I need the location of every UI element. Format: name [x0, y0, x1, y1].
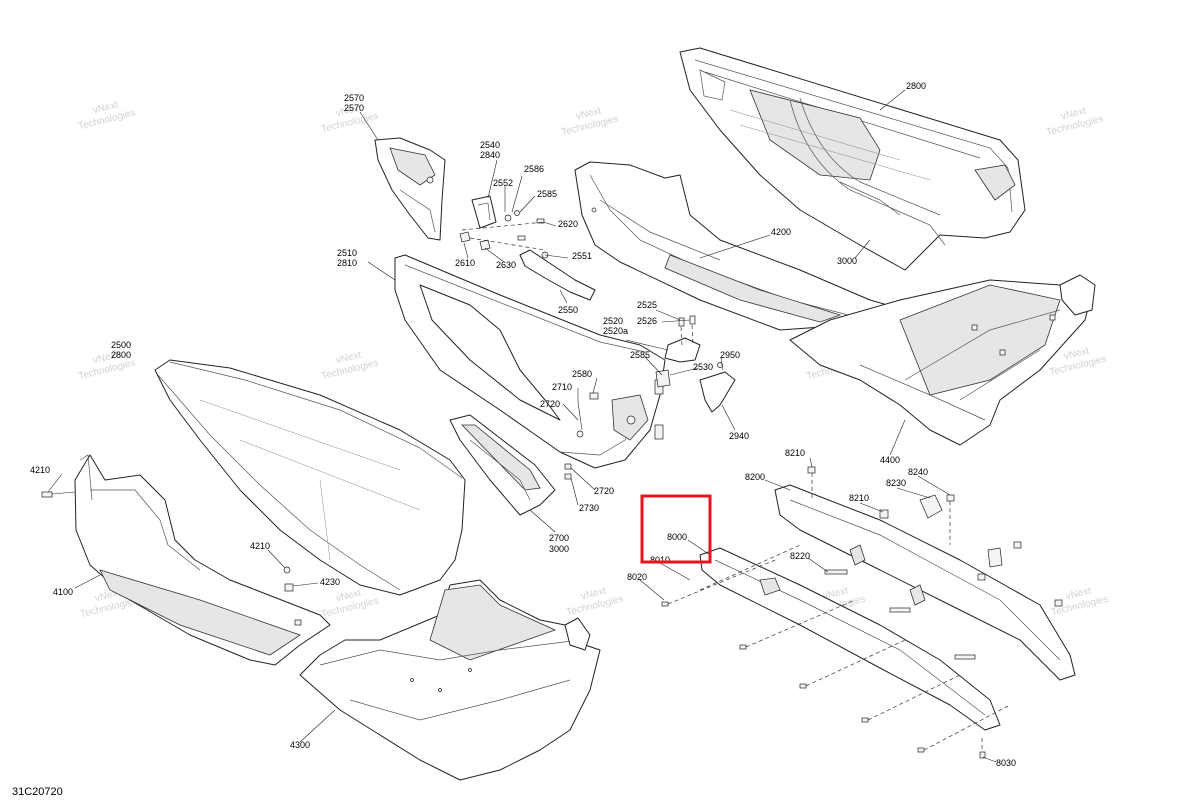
label-8010: 8010 — [650, 555, 670, 565]
label-8000: 8000 — [667, 532, 687, 542]
part-2540-latch — [459, 195, 546, 251]
label-2586: 2586 — [524, 164, 544, 174]
label-2840: 2840 — [480, 150, 500, 160]
part-8200-rail — [774, 484, 1076, 681]
label-2500: 2500 — [111, 340, 131, 350]
label-2585-mid: 2585 — [630, 350, 650, 360]
label-2525: 2525 — [637, 300, 657, 310]
leader-lines — [47, 89, 997, 763]
label-8030: 8030 — [996, 758, 1016, 768]
part-4300-floor-tray — [299, 579, 601, 781]
drawing-number: 31C20720 — [12, 786, 63, 798]
part-2520-hinge — [655, 315, 701, 388]
hardware-screws — [564, 392, 599, 480]
label-2550: 2550 — [558, 305, 578, 315]
label-2720-bottom: 2720 — [594, 486, 614, 496]
part-8000-rail — [699, 547, 1001, 731]
label-2730: 2730 — [579, 503, 599, 513]
part-2800-door-frame — [679, 47, 1026, 271]
part-4100-lower-rail — [74, 454, 331, 666]
label-2940: 2940 — [729, 431, 749, 441]
label-2700: 2700 — [549, 533, 569, 543]
label-4200: 4200 — [771, 227, 791, 237]
label-2610: 2610 — [455, 258, 475, 268]
label-2526: 2526 — [637, 316, 657, 326]
label-2530: 2530 — [693, 362, 713, 372]
hardware-8000-bolts — [661, 466, 1063, 759]
label-8230: 8230 — [886, 478, 906, 488]
highlight-box-8000 — [640, 494, 712, 564]
label-8240: 8240 — [908, 467, 928, 477]
label-2520a: 2520a — [603, 326, 628, 336]
label-2630: 2630 — [496, 260, 516, 270]
label-2620: 2620 — [558, 219, 578, 229]
part-2570-bracket — [374, 137, 446, 241]
label-2585-top: 2585 — [537, 189, 557, 199]
part-labels: 2570 2570 2540 2840 2586 2552 2585 2620 … — [30, 81, 1016, 768]
label-2520: 2520 — [603, 316, 623, 326]
hardware-4210-4230 — [41, 491, 294, 592]
part-2500-door-panel — [154, 359, 466, 596]
label-8020: 8020 — [627, 572, 647, 582]
label-2710: 2710 — [552, 382, 572, 392]
label-2810: 2810 — [337, 258, 357, 268]
label-2510: 2510 — [337, 248, 357, 258]
label-8200: 8200 — [745, 472, 765, 482]
label-2551: 2551 — [572, 251, 592, 261]
label-4230: 4230 — [320, 577, 340, 587]
label-2800: 2800 — [906, 81, 926, 91]
label-3000-handle: 3000 — [549, 544, 569, 554]
label-4100: 4100 — [53, 587, 73, 597]
label-2800-left: 2800 — [111, 350, 131, 360]
label-4210-left: 4210 — [30, 465, 50, 475]
part-2700-handle — [449, 414, 556, 516]
part-2510-door-frame — [394, 254, 666, 469]
label-2570: 2570 — [344, 93, 364, 103]
label-8220: 8220 — [790, 551, 810, 561]
label-2950: 2950 — [720, 350, 740, 360]
label-8210-mid: 8210 — [849, 493, 869, 503]
label-4210-mid: 4210 — [250, 541, 270, 551]
label-4300: 4300 — [290, 740, 310, 750]
label-2720-top: 2720 — [540, 399, 560, 409]
label-3000: 3000 — [837, 256, 857, 266]
label-2580: 2580 — [572, 369, 592, 379]
label-2540: 2540 — [480, 140, 500, 150]
part-4400-kick-panel — [789, 274, 1096, 446]
label-2575: 2570 — [344, 103, 364, 113]
label-2552: 2552 — [493, 178, 513, 188]
part-2940-bracket — [699, 362, 736, 413]
label-4400: 4400 — [880, 455, 900, 465]
label-8210-top: 8210 — [785, 448, 805, 458]
